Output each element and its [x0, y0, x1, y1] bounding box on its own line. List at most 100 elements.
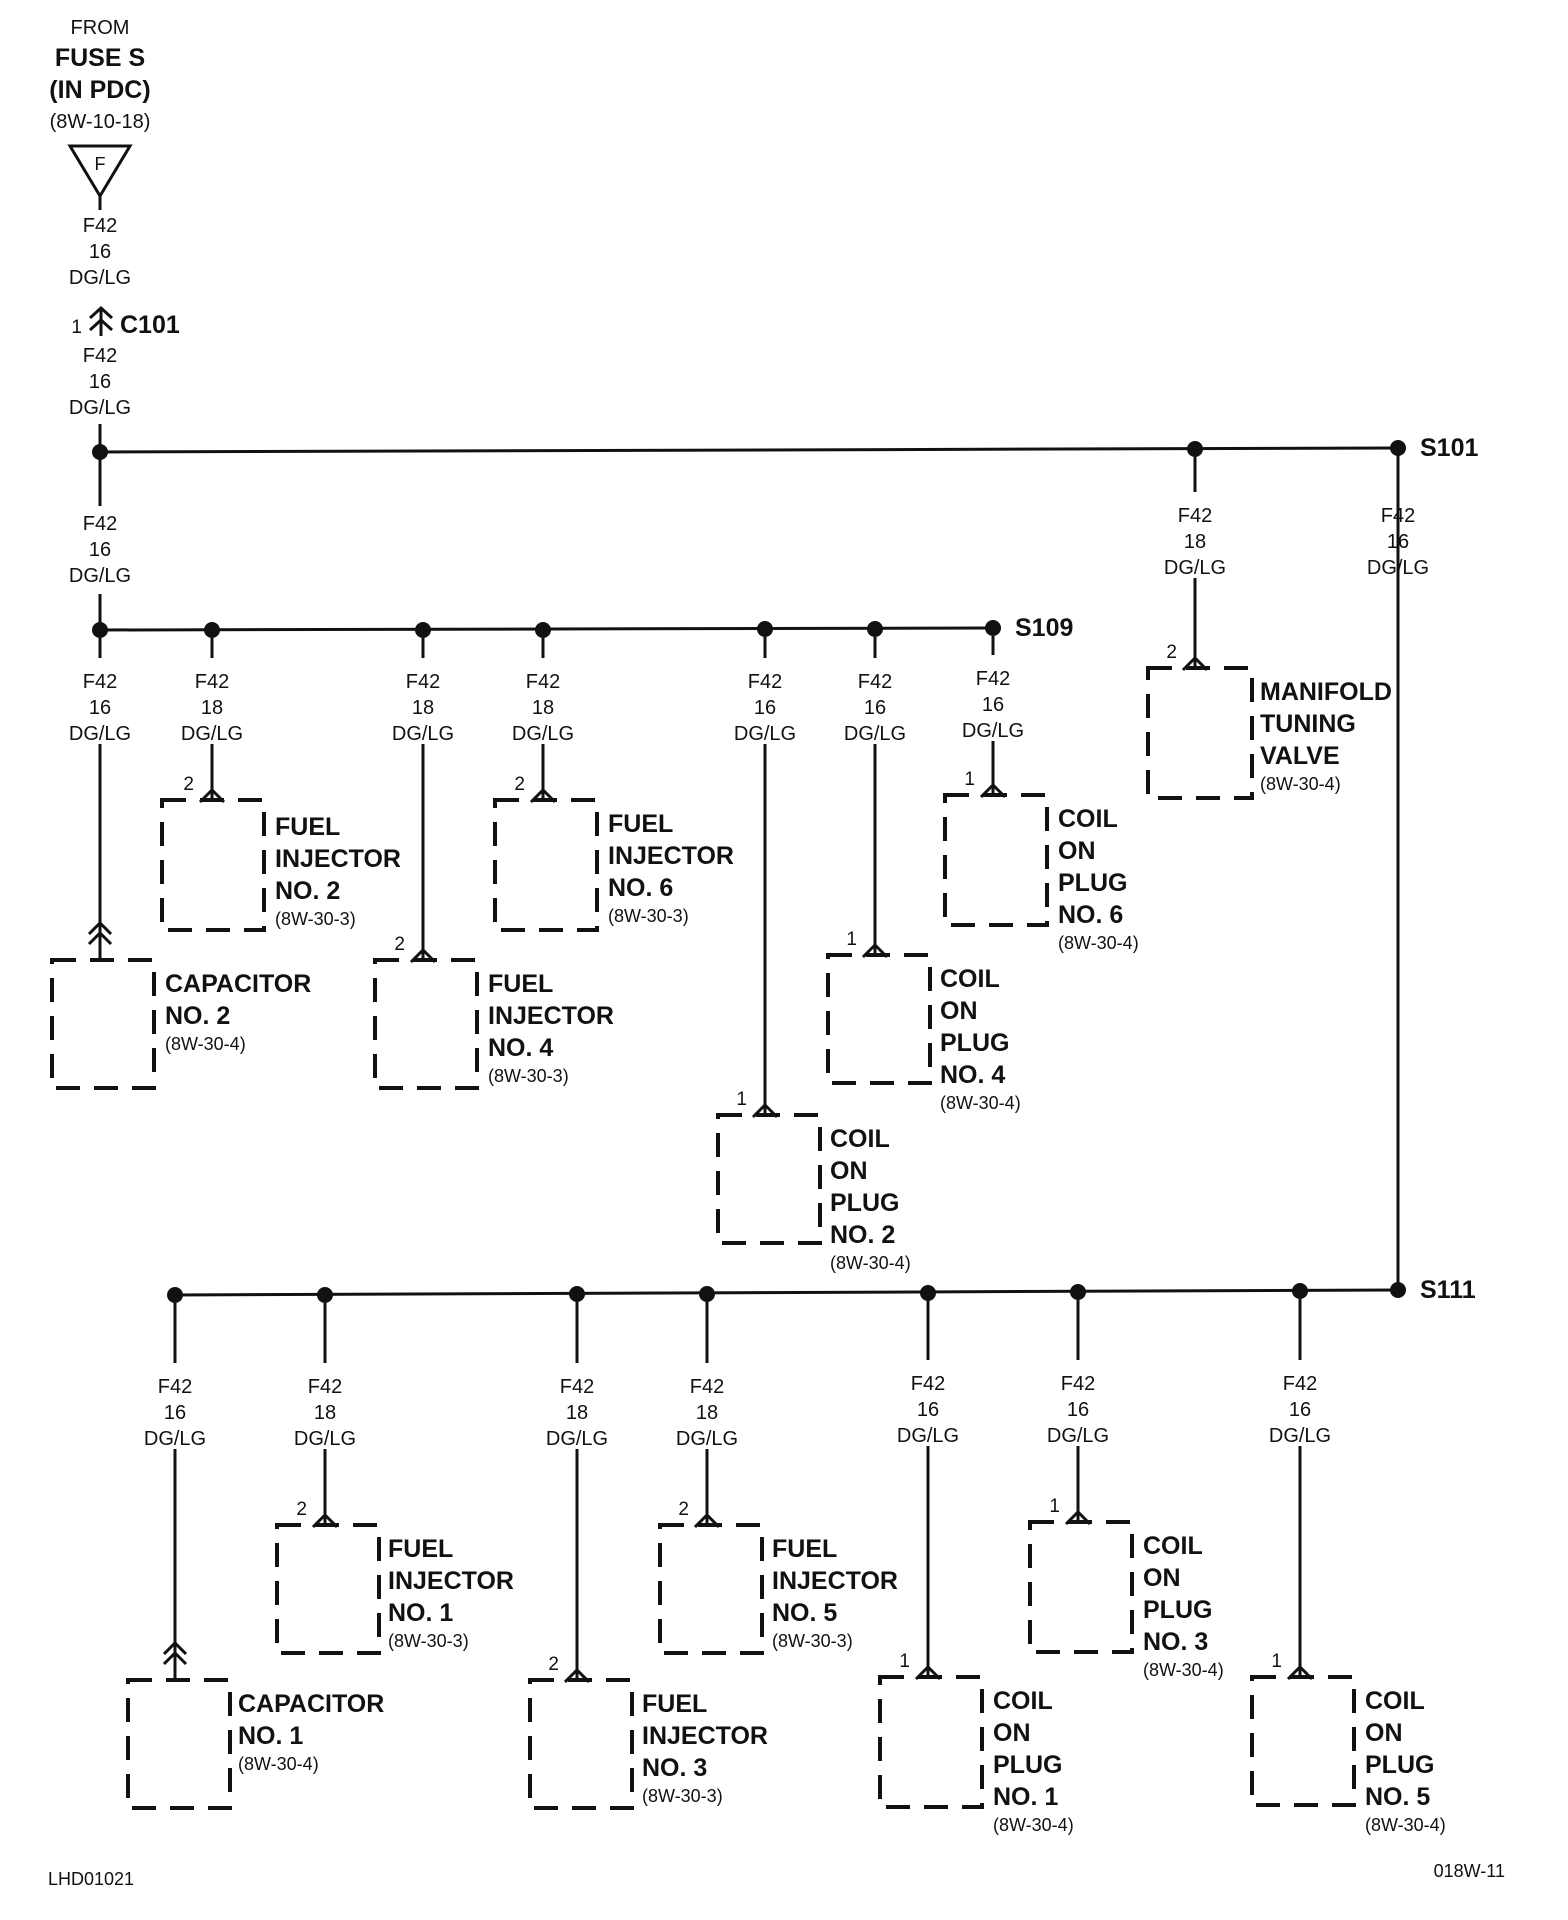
connector-pin-label: 2 [1166, 642, 1177, 663]
splice-s109: S109 [1015, 614, 1073, 642]
source-location: (IN PDC) [49, 76, 150, 104]
component-ref: (8W-30-3) [642, 1786, 723, 1806]
component-box [1250, 1675, 1356, 1807]
connector-pin-label: 2 [394, 934, 405, 955]
svg-text:18: 18 [1184, 531, 1206, 553]
component-box [373, 958, 479, 1090]
component-name-line: ON [830, 1157, 868, 1185]
svg-text:F42: F42 [83, 513, 117, 535]
svg-text:16: 16 [1387, 531, 1409, 553]
connector-pin-label: 1 [964, 769, 975, 790]
component-name-line: PLUG [940, 1029, 1009, 1057]
connector-pin-label: 1 [899, 1651, 910, 1672]
feed-wire-label-bottom: F42 16 DG/LG [69, 345, 131, 419]
svg-text:DG/LG: DG/LG [1164, 557, 1226, 579]
component-name-line: FUEL [772, 1535, 837, 1563]
connector-c101: 1 C101 [71, 305, 180, 339]
svg-text:F42: F42 [83, 345, 117, 367]
svg-text:DG/LG: DG/LG [844, 723, 906, 745]
component-box [716, 1113, 822, 1245]
svg-text:DG/LG: DG/LG [144, 1428, 206, 1450]
component-box [275, 1523, 381, 1655]
component-name-line: FUEL [642, 1690, 707, 1718]
svg-text:18: 18 [314, 1402, 336, 1424]
component-name-line: FUEL [488, 970, 553, 998]
component-box [493, 798, 599, 932]
component-ref: (8W-30-4) [1260, 774, 1341, 794]
component-ref: (8W-30-4) [830, 1253, 911, 1273]
component-ref: (8W-30-3) [275, 909, 356, 929]
component-name-line: NO. 2 [165, 1002, 230, 1030]
svg-text:16: 16 [89, 539, 111, 561]
svg-text:F42: F42 [1283, 1373, 1317, 1395]
source-header: FROM FUSE S (IN PDC) (8W-10-18) [49, 17, 150, 133]
component-name-line: COIL [993, 1687, 1053, 1715]
svg-text:16: 16 [89, 697, 111, 719]
svg-text:F42: F42 [560, 1376, 594, 1398]
svg-text:DG/LG: DG/LG [897, 1425, 959, 1447]
component-name-line: ON [1365, 1719, 1403, 1747]
component-name-line: TUNING [1260, 710, 1356, 738]
component-box [943, 793, 1049, 927]
component-box [528, 1678, 634, 1810]
svg-text:DG/LG: DG/LG [69, 565, 131, 587]
connector-pin-label: 2 [183, 774, 194, 795]
component-name-line: COIL [830, 1125, 890, 1153]
component-name-line: MANIFOLD [1260, 678, 1392, 706]
fuse-symbol-label: F [95, 154, 106, 174]
component-ref: (8W-30-3) [772, 1631, 853, 1651]
component-box [160, 798, 266, 932]
footer-right-code: 018W-11 [1434, 1861, 1505, 1881]
svg-text:DG/LG: DG/LG [546, 1428, 608, 1450]
component-ref: (8W-30-4) [238, 1754, 319, 1774]
svg-text:F42: F42 [158, 1376, 192, 1398]
fuse-symbol-icon: F [67, 144, 133, 199]
connector-pin-label: 2 [678, 1499, 689, 1520]
component-name-line: COIL [1058, 805, 1118, 833]
svg-text:DG/LG: DG/LG [962, 720, 1024, 742]
svg-text:DG/LG: DG/LG [676, 1428, 738, 1450]
component-name-line: NO. 2 [275, 877, 340, 905]
svg-text:DG/LG: DG/LG [1367, 557, 1429, 579]
component-name-line: NO. 1 [388, 1599, 453, 1627]
svg-text:F42: F42 [911, 1373, 945, 1395]
svg-text:16: 16 [1289, 1399, 1311, 1421]
component-ref: (8W-30-3) [388, 1631, 469, 1651]
svg-text:18: 18 [201, 697, 223, 719]
component-name-line: NO. 3 [1143, 1628, 1208, 1656]
svg-text:DG/LG: DG/LG [181, 723, 243, 745]
svg-text:F42: F42 [748, 671, 782, 693]
component-name-line: INJECTOR [608, 842, 734, 870]
component-name-line: FUEL [608, 810, 673, 838]
component-box [878, 1675, 984, 1809]
component-ref: (8W-30-4) [1058, 933, 1139, 953]
svg-text:F42: F42 [1061, 1373, 1095, 1395]
component-name-line: COIL [1365, 1687, 1425, 1715]
component-name-line: CAPACITOR [238, 1690, 384, 1718]
connector-pin-label: 1 [1049, 1496, 1060, 1517]
component-name-line: NO. 5 [772, 1599, 837, 1627]
svg-text:DG/LG: DG/LG [294, 1428, 356, 1450]
svg-text:F42: F42 [690, 1376, 724, 1398]
svg-text:F42: F42 [1381, 505, 1415, 527]
svg-text:18: 18 [412, 697, 434, 719]
component-name-line: NO. 3 [642, 1754, 707, 1782]
connector-pin-label: 1 [736, 1089, 747, 1110]
component-box [1146, 666, 1254, 800]
connector-pin-label: 2 [514, 774, 525, 795]
source-ref: (8W-10-18) [50, 111, 151, 133]
component-box [1028, 1520, 1134, 1654]
component-name-line: COIL [940, 965, 1000, 993]
component-ref: (8W-30-4) [165, 1034, 246, 1054]
svg-text:DG/LG: DG/LG [69, 723, 131, 745]
component-ref: (8W-30-3) [488, 1066, 569, 1086]
component-name-line: NO. 4 [940, 1061, 1005, 1089]
svg-text:DG/LG: DG/LG [69, 267, 131, 289]
